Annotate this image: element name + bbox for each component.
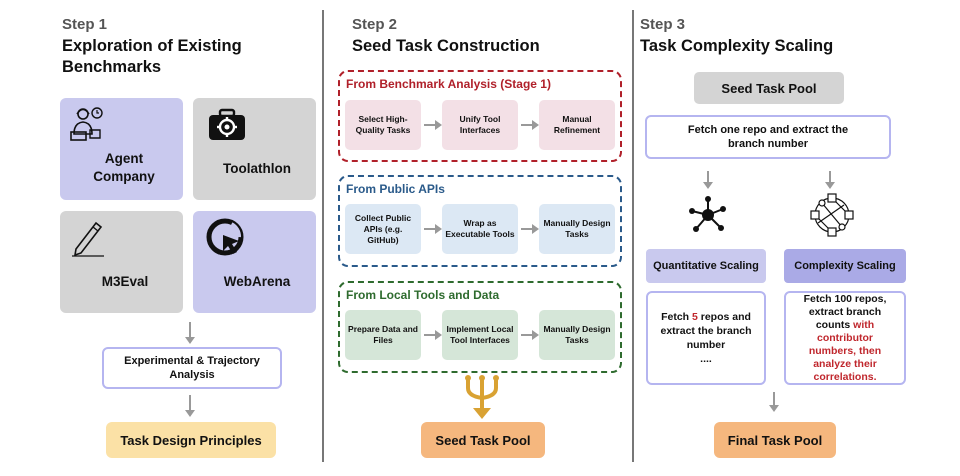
arrow-right — [424, 330, 442, 340]
flow-step: Select High-Quality Tasks — [345, 100, 421, 150]
flow-step: Implement Local Tool Interfaces — [442, 310, 518, 360]
quant-desc-b: repos and extract the branch number — [660, 311, 752, 351]
arrow-right — [424, 120, 442, 130]
complex-desc-red: with contributor numbers, then analyze t… — [808, 318, 882, 383]
flow-step-text: Manually Design Tasks — [543, 324, 611, 345]
group-title: From Benchmark Analysis (Stage 1) — [346, 77, 551, 91]
flow-step: Manually Design Tasks — [539, 310, 615, 360]
step2-title: Seed Task Construction — [352, 37, 540, 55]
benchmark-name: WebArena — [223, 274, 291, 289]
flow-step: Collect Public APIs (e.g. GitHub) — [345, 204, 421, 254]
complex-desc-a: Fetch 100 repos, extract branch counts — [803, 292, 887, 331]
analysis-text: Experimental & Trajectory Analysis — [124, 355, 260, 381]
seed-pool-input-text: Seed Task Pool — [721, 80, 817, 96]
group-benchmark-analysis — [338, 70, 622, 162]
final-pool-text: Final Task Pool — [727, 432, 823, 448]
quant-desc-text: Fetch 5 repos and extract the branch num… — [656, 310, 756, 352]
complex-desc-box: Fetch 100 repos, extract branch counts w… — [784, 291, 906, 385]
fetch-one-box: Fetch one repo and extract the branch nu… — [645, 115, 891, 159]
arrow-right — [424, 224, 442, 234]
quantitative-scaling-label: Quantitative Scaling — [646, 249, 766, 283]
step2-label: Step 2 — [352, 16, 398, 33]
benchmark-agent-company: Agent Company — [60, 98, 183, 200]
fetch-one-text: Fetch one repo and extract the branch nu… — [687, 124, 849, 150]
arrow-down — [703, 171, 713, 189]
merge-arrows-icon — [465, 375, 499, 419]
divider-right — [632, 10, 634, 462]
benchmark-m3eval: M3Eval — [60, 211, 183, 313]
benchmark-name: M3Eval — [101, 274, 149, 289]
analysis-box: Experimental & Trajectory Analysis — [102, 347, 282, 389]
arrow-down — [825, 171, 835, 189]
task-design-principles: Task Design Principles — [106, 422, 276, 458]
hub-network-icon — [689, 196, 726, 232]
flow-step-text: Manually Design Tasks — [543, 218, 611, 239]
complex-graph-icon — [810, 193, 854, 237]
quant-desc-box: Fetch 5 repos and extract the branch num… — [646, 291, 766, 385]
flow-step: Wrap as Executable Tools — [442, 204, 518, 254]
pencil-icon — [72, 221, 104, 257]
flow-step: Unify Tool Interfaces — [442, 100, 518, 150]
quant-desc-ellipsis: .... — [700, 353, 712, 365]
quant-desc-a: Fetch — [661, 311, 692, 323]
arrow-down — [185, 322, 195, 344]
flow-step: Manual Refinement — [539, 100, 615, 150]
flow-step-text: Unify Tool Interfaces — [459, 114, 501, 135]
benchmark-name: Agent Company — [93, 151, 155, 184]
toolbox-gear-icon — [209, 108, 245, 140]
flow-step-text: Implement Local Tool Interfaces — [446, 324, 514, 345]
complex-label-text: Complexity Scaling — [794, 260, 896, 272]
seed-pool-text: Seed Task Pool — [435, 432, 531, 448]
group-public-apis — [338, 175, 622, 267]
agent-worker-icon — [70, 107, 103, 141]
quant-desc-num: 5 — [691, 311, 698, 323]
benchmark-name: Toolathlon — [223, 161, 291, 176]
flow-step: Prepare Data and Files — [345, 310, 421, 360]
divider-left — [322, 10, 324, 462]
arrow-right — [521, 330, 539, 340]
web-cursor-icon — [206, 218, 244, 256]
step1-label: Step 1 — [62, 16, 108, 33]
flow-step: Manually Design Tasks — [539, 204, 615, 254]
group-title: From Public APIs — [346, 182, 445, 196]
complex-desc-text: Fetch 100 repos, extract branch counts w… — [792, 293, 898, 384]
benchmark-toolathlon: Toolathlon — [193, 98, 316, 200]
step1-title: Exploration of Existing Benchmarks — [62, 37, 242, 76]
flow-step-text: Wrap as Executable Tools — [445, 218, 515, 239]
step3-title: Task Complexity Scaling — [640, 37, 834, 55]
final-task-pool: Final Task Pool — [714, 422, 836, 458]
flow-step-text: Manual Refinement — [553, 114, 601, 135]
arrow-right — [521, 120, 539, 130]
flow-step-text: Prepare Data and Files — [348, 324, 418, 345]
step3-label: Step 3 — [640, 16, 686, 33]
benchmark-webarena: WebArena — [193, 211, 316, 313]
group-local-tools — [338, 281, 622, 373]
seed-task-pool: Seed Task Pool — [421, 422, 545, 458]
flow-step-text: Collect Public APIs (e.g. GitHub) — [354, 212, 412, 245]
principles-text: Task Design Principles — [120, 432, 262, 448]
arrow-down — [769, 392, 779, 412]
arrow-right — [521, 224, 539, 234]
arrow-down — [185, 395, 195, 417]
seed-task-pool-input: Seed Task Pool — [694, 72, 844, 104]
group-title: From Local Tools and Data — [346, 288, 500, 302]
complexity-scaling-label: Complexity Scaling — [784, 249, 906, 283]
flow-step-text: Select High-Quality Tasks — [355, 114, 411, 135]
quant-label-text: Quantitative Scaling — [653, 260, 759, 272]
